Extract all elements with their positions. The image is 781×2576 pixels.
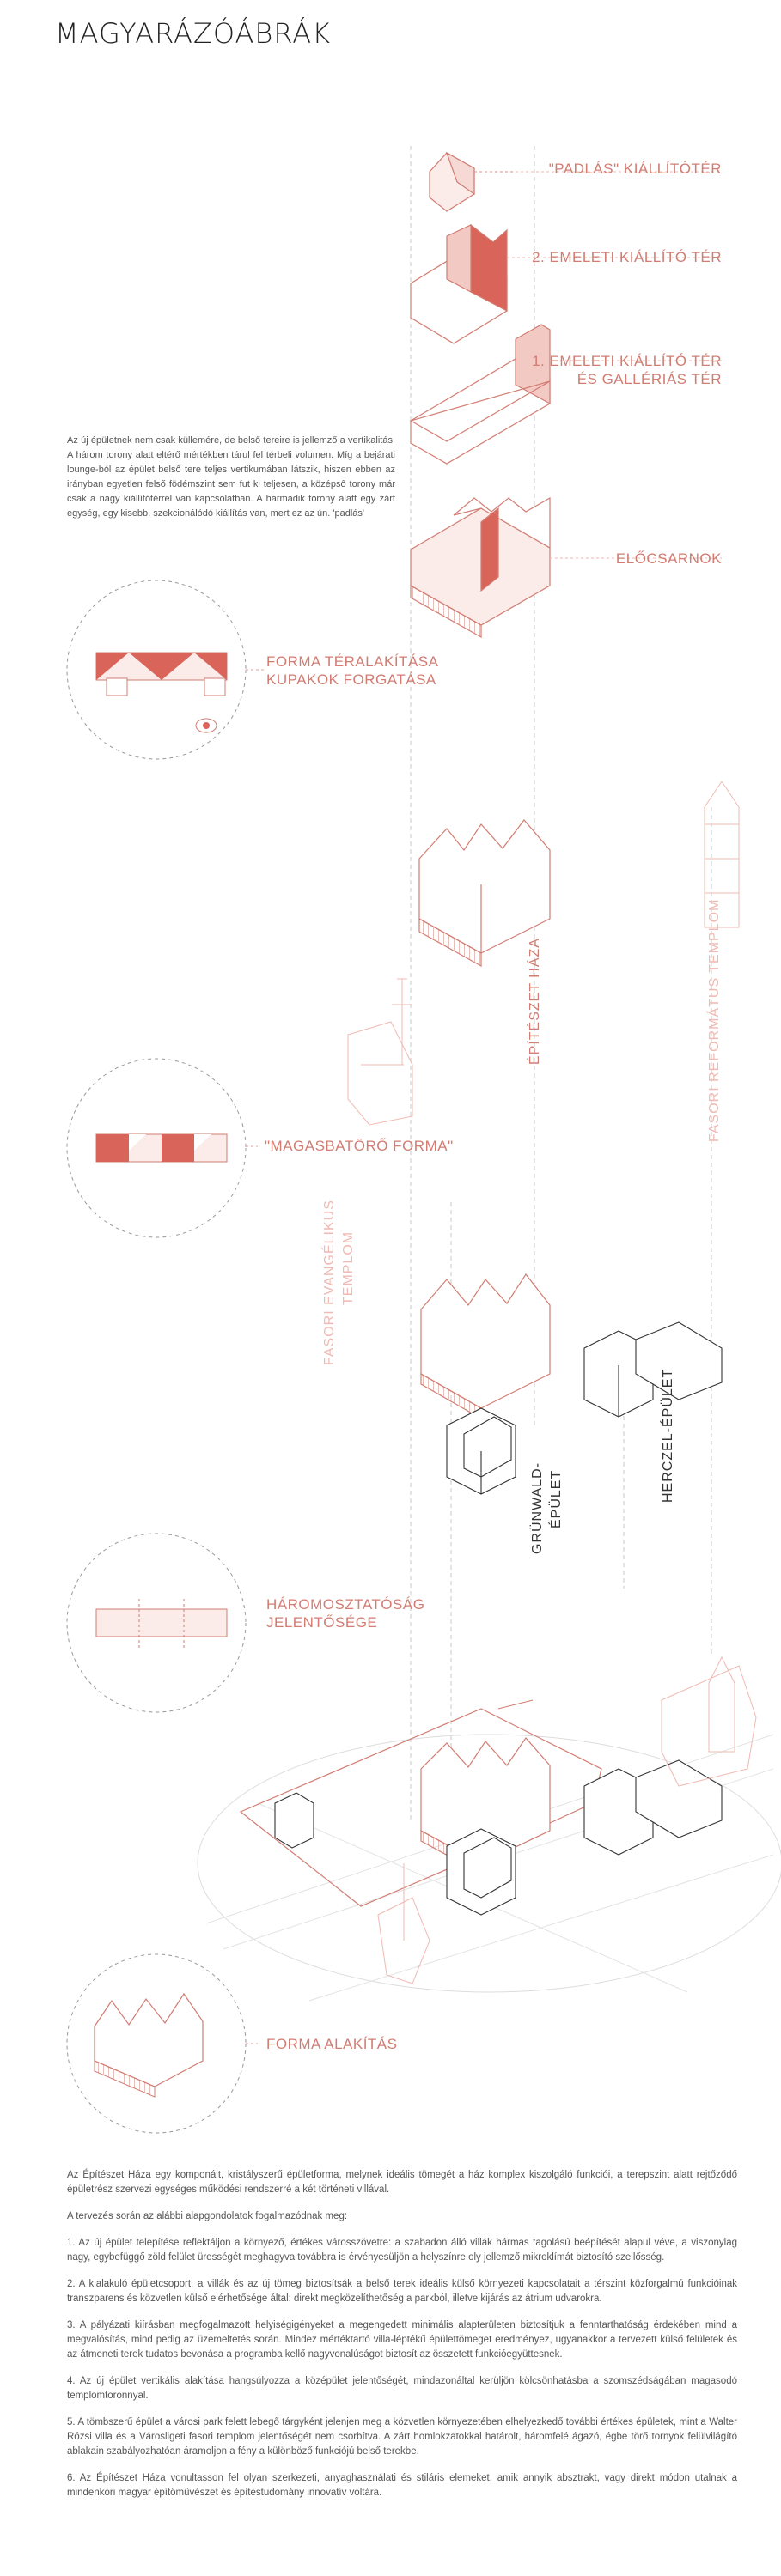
stack-lobby xyxy=(410,496,551,639)
church-evangelical-sketch xyxy=(347,978,413,1126)
diagram-circle-form-shaping xyxy=(66,1953,258,2134)
diagram-circle-tall-form xyxy=(66,1058,258,1238)
label-grunwald-1: GRÜNWALD- xyxy=(530,1461,545,1554)
site-evangelical-church xyxy=(377,1863,430,1984)
church-reformed-tower-sketch xyxy=(704,781,740,928)
site-reformed-church xyxy=(661,1656,757,1787)
label-2nd-floor-exhibition: 2. EMELETI KIÁLLÍTÓ TÉR xyxy=(532,249,722,265)
body-text: Az Építészet Háza egy komponált, kristál… xyxy=(67,2168,737,2512)
label-herczel: HERCZEL-ÉPÜLET xyxy=(661,1368,675,1503)
label-triple-division-1: HÁROMOSZTATÓSÁG xyxy=(266,1596,425,1613)
stack-attic xyxy=(429,151,516,212)
building-sawtooth-upper xyxy=(418,819,551,968)
body-paragraph: A tervezés során az alábbi alapgondolato… xyxy=(67,2211,348,2221)
site-small-pavilion xyxy=(274,1792,314,1849)
label-1st-floor-exhibition: 1. EMELETI KIÁLLÍTÓ TÉR xyxy=(532,353,722,369)
label-house-of-architecture: ÉPÍTÉSZET HÁZA xyxy=(528,938,542,1065)
body-paragraph: 1. Az új épület telepítése reflektáljon … xyxy=(67,2238,737,2263)
label-evangelical-church-1: FASORI EVANGÉLIKUS xyxy=(322,1200,337,1365)
label-reformed-church: FASORI REFORMÁTUS TEMPLOM xyxy=(707,898,722,1142)
label-evangelical-church-2: TEMPLOM xyxy=(341,1230,356,1305)
stack-1st-floor xyxy=(409,324,551,465)
body-paragraph: Az Építészet Háza egy komponált, kristál… xyxy=(67,2170,737,2195)
body-paragraph: 4. Az új épület vertikális alakítása han… xyxy=(67,2376,737,2401)
body-paragraph: 6. Az Építészet Háza vonultasson fel oly… xyxy=(67,2473,737,2498)
label-form-shaping: FORMA ALAKÍTÁS xyxy=(266,2036,398,2052)
body-paragraph: 5. A tömbszerű épület a városi park fele… xyxy=(67,2417,737,2457)
label-triple-division-2: JELENTŐSÉGE xyxy=(266,1614,378,1631)
label-tall-form: "MAGASBATÖRŐ FORMA" xyxy=(265,1138,454,1154)
body-paragraph: 2. A kialakuló épületcsoport, a villák é… xyxy=(67,2279,737,2304)
label-grunwald-2: ÉPÜLET xyxy=(549,1469,564,1528)
intro-paragraph: Az új épületnek nem csak küllemére, de b… xyxy=(67,435,395,519)
site-herczel xyxy=(583,1759,723,1856)
label-attic-exhibition: "PADLÁS" KIÁLLÍTÓTÉR xyxy=(548,161,722,177)
site-grunwald xyxy=(446,1828,516,1916)
body-paragraph: 3. A pályázati kiírásban megfogalmazott … xyxy=(67,2320,737,2360)
label-1st-floor-gallery: ÉS GALLÉRIÁS TÉR xyxy=(577,371,722,387)
herczel-building-sketch xyxy=(583,1321,723,1418)
page-title: MAGYARÁZÓÁBRÁK xyxy=(55,17,332,50)
building-sawtooth-middle xyxy=(420,1273,551,1420)
diagram-circle-rotation xyxy=(66,580,266,760)
stack-2nd-floor xyxy=(410,223,508,344)
grunwald-building-sketch xyxy=(446,1407,516,1495)
label-lobby: ELŐCSARNOK xyxy=(615,550,722,567)
diagram-circle-triple-division xyxy=(66,1533,247,1713)
label-form-rotation-1: FORMA TÉRALAKÍTÁSA xyxy=(266,653,439,670)
label-form-rotation-2: KUPAKOK FORGATÁSA xyxy=(266,671,436,688)
